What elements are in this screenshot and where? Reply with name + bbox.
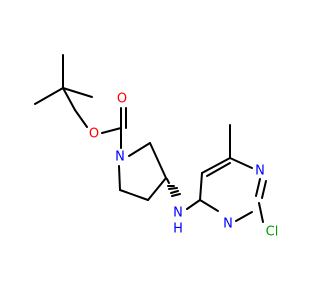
bonds <box>34 54 267 223</box>
bond <box>149 142 167 179</box>
stereo-hash <box>171 193 181 197</box>
bond <box>186 199 201 210</box>
atom-label-oxygen-carbonyl: O <box>117 92 127 107</box>
structure-diagram: O O N N H N N Cl <box>34 54 279 240</box>
atom-label-nitrogen-amine: N <box>173 206 183 221</box>
bond <box>101 127 122 134</box>
bond <box>255 178 261 197</box>
bond <box>199 172 203 201</box>
bond <box>235 211 253 222</box>
bond <box>261 180 267 199</box>
bond <box>119 189 149 201</box>
atom-label-nitrogen-pyrrolidine: N <box>115 150 125 165</box>
atom-label-nitrogen-ring-bottom: N <box>223 217 233 232</box>
stereo-hash <box>170 190 179 194</box>
molecule-canvas: O O N N H N N Cl <box>34 54 279 240</box>
bond <box>118 165 121 191</box>
stereo-hash <box>168 187 178 190</box>
atom-label-oxygen-ester: O <box>89 127 99 142</box>
stereo-hash <box>166 178 170 184</box>
bond <box>128 142 151 157</box>
bond <box>201 157 231 174</box>
bond <box>62 87 76 111</box>
bond <box>206 162 231 177</box>
bond <box>229 157 253 169</box>
bond <box>258 202 264 223</box>
bond <box>62 87 93 98</box>
atom-label-chlorine: Cl <box>266 225 279 240</box>
bond <box>74 109 88 128</box>
atom-label-hydrogen-amine: H <box>173 222 183 237</box>
bond <box>34 87 64 105</box>
bond <box>147 177 167 201</box>
atom-label-nitrogen-ring-top: N <box>255 164 265 179</box>
bond <box>199 199 219 212</box>
